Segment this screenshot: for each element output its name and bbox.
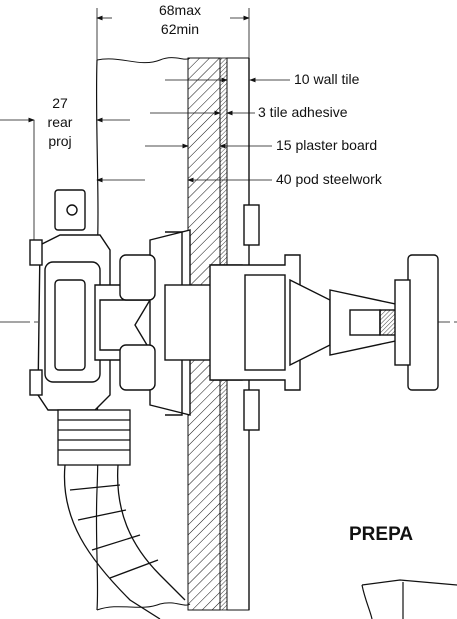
rear-projection-label-1: rear — [47, 114, 73, 130]
next-section-outline — [361, 579, 457, 619]
overall-dimension-max: 68max — [158, 2, 202, 18]
rear-projection-value: 27 — [52, 95, 68, 111]
front-control — [209, 204, 439, 431]
overall-dimension-min: 62min — [160, 21, 200, 37]
break-line-top — [96, 57, 191, 64]
break-line-bottom — [96, 602, 191, 611]
rear-projection-label-2: proj — [48, 133, 72, 149]
callout-wall-tile: 10 wall tile — [294, 71, 360, 87]
callout-pod-steelwork: 40 pod steelwork — [276, 171, 382, 187]
section-heading: PREPA — [349, 524, 414, 545]
callout-tile-adhesive: 3 tile adhesive — [258, 104, 348, 120]
rear-valve-body — [29, 189, 166, 411]
flexible-hose — [63, 464, 186, 619]
callout-plaster-board: 15 plaster board — [276, 137, 378, 153]
dimension-lines — [0, 8, 290, 260]
threaded-outlet — [57, 409, 131, 466]
